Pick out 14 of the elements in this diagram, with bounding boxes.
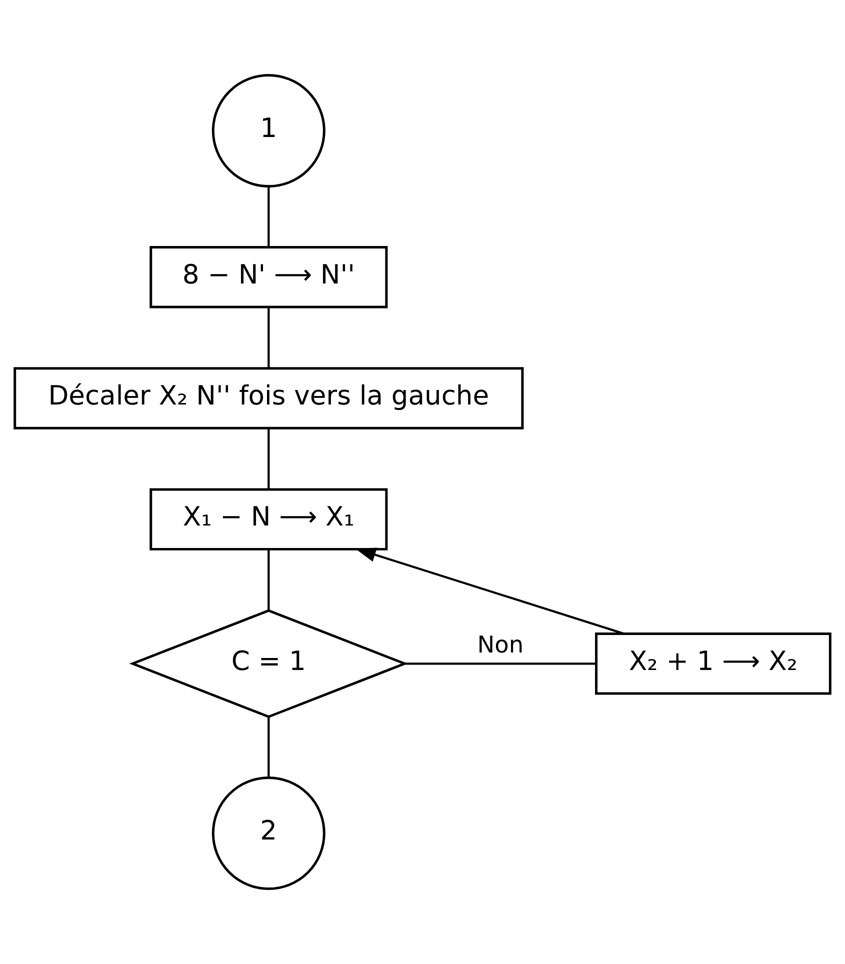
node-box: 8 − N' ⟶ N'' xyxy=(150,246,388,308)
connector xyxy=(268,550,270,610)
connector xyxy=(268,307,270,368)
connector xyxy=(268,186,270,247)
node-box: X₁ − N ⟶ X₁ xyxy=(150,488,388,550)
node-box: X₂ + 1 ⟶ X₂ xyxy=(595,632,832,695)
node-box: Décaler X₂ N'' fois vers la gauche xyxy=(14,367,524,430)
connector xyxy=(268,428,270,490)
arrow xyxy=(354,548,624,635)
connector xyxy=(405,662,596,665)
edge-label: Non xyxy=(477,631,524,658)
connector xyxy=(268,717,270,778)
node-circle: 2 xyxy=(212,776,326,890)
node-circle: 1 xyxy=(212,74,326,188)
